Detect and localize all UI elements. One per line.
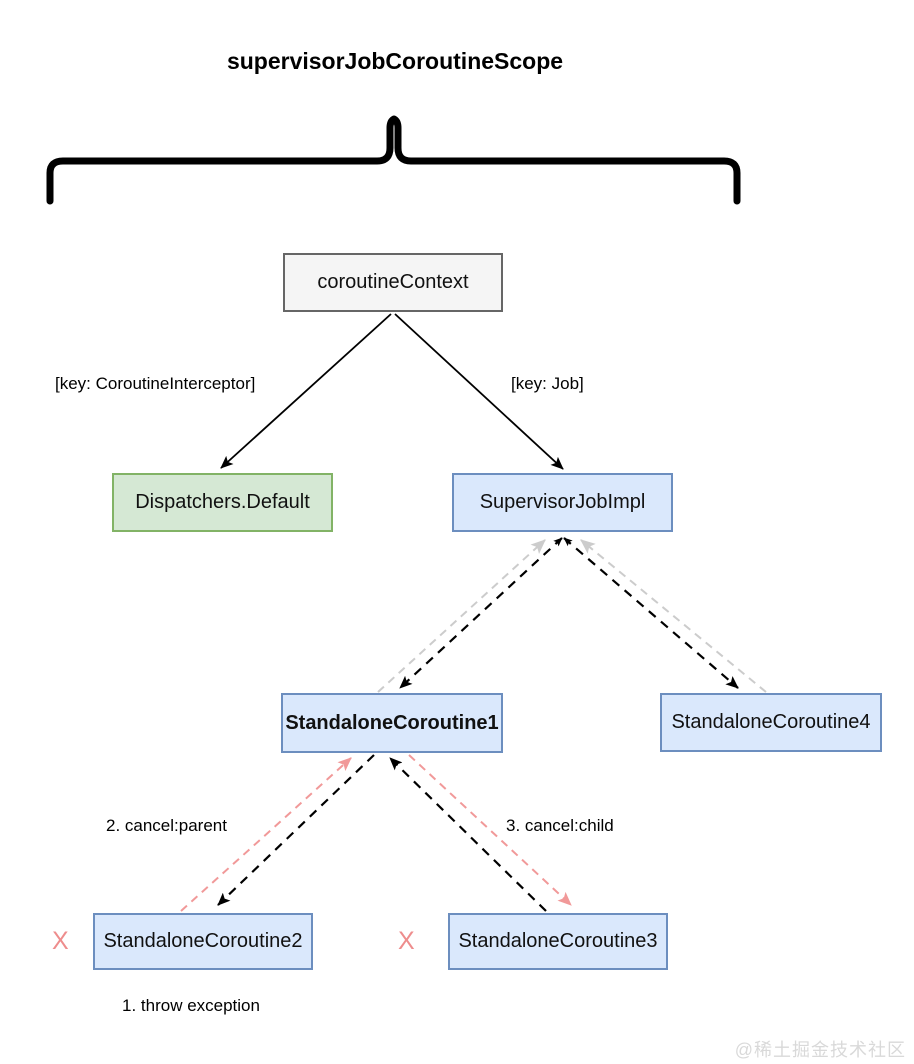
edge-sc1-to-sc2-black — [217, 754, 375, 906]
node-standalone-coroutine-4: StandaloneCoroutine4 — [660, 693, 882, 752]
node-standalone-coroutine-3: StandaloneCoroutine3 — [448, 913, 668, 970]
edge-label-throw-exception: 1. throw exception — [122, 996, 260, 1015]
node-coroutine-context-label: coroutineContext — [317, 271, 469, 293]
node-standalone-coroutine-1-label: StandaloneCoroutine1 — [285, 711, 499, 734]
node-supervisor-job-impl-label: SupervisorJobImpl — [479, 491, 646, 513]
edge-supervisor-to-sc1-black — [399, 537, 563, 689]
edge-supervisor-to-sc4-black — [563, 537, 739, 689]
node-supervisor-job-impl: SupervisorJobImpl — [452, 473, 673, 532]
scope-brace-shape — [46, 115, 741, 205]
node-standalone-coroutine-4-label: StandaloneCoroutine4 — [671, 711, 871, 733]
edge-label-cancel-child: 3. cancel:child — [506, 816, 614, 835]
node-standalone-coroutine-2: StandaloneCoroutine2 — [93, 913, 313, 970]
watermark-text: @稀土掘金技术社区 — [734, 1040, 906, 1060]
edge-label-job-key: [key: Job] — [511, 374, 584, 393]
edge-label-coroutine-interceptor-key: [key: CoroutineInterceptor] — [55, 374, 256, 393]
node-dispatchers-default: Dispatchers.Default — [112, 473, 333, 532]
node-coroutine-context: coroutineContext — [283, 253, 503, 312]
edge-sc1-to-supervisor-gray — [377, 539, 546, 693]
node-standalone-coroutine-3-label: StandaloneCoroutine3 — [458, 930, 658, 952]
cancelled-x-mark-sc3: X — [398, 927, 415, 955]
edge-label-cancel-parent: 2. cancel:parent — [106, 816, 227, 835]
node-standalone-coroutine-1: StandaloneCoroutine1 — [281, 693, 503, 753]
node-standalone-coroutine-2-label: StandaloneCoroutine2 — [103, 930, 303, 952]
diagram-title: supervisorJobCoroutineScope — [226, 48, 564, 74]
node-dispatchers-default-label: Dispatchers.Default — [135, 491, 310, 513]
cancelled-x-mark-sc2: X — [52, 927, 69, 955]
edge-sc4-to-supervisor-gray — [580, 539, 767, 693]
